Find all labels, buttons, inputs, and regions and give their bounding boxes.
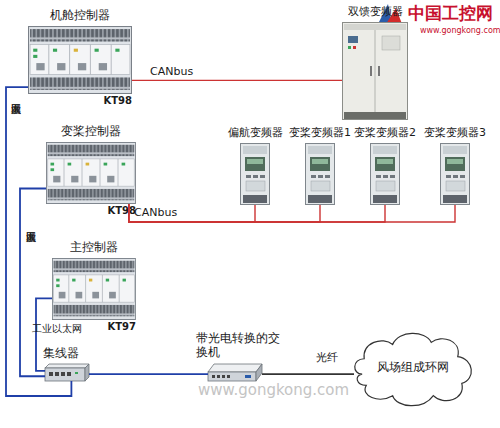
controller-drawing [29, 27, 132, 94]
hub-node: 集线器 [45, 364, 89, 381]
drive-drawing [371, 144, 400, 205]
device-name: 风场组成环网 [377, 361, 449, 375]
drive-node: 变桨变频器3 [440, 143, 470, 205]
drive-node: 偏航变频器 [240, 143, 270, 205]
network-cloud: 风场组成环网 [352, 328, 474, 408]
controller-drawing [52, 258, 135, 319]
controller-node: 变桨控制器KT98 [46, 142, 136, 204]
canbus-line [129, 204, 255, 222]
watermark: www.gongkong.com [198, 382, 349, 399]
drive-node: 变桨变频器2 [370, 143, 400, 205]
drive-drawing [306, 144, 335, 205]
canbus-line [129, 204, 455, 222]
ethernet-line [89, 373, 208, 375]
converter-node: 双馈变频器 [342, 22, 408, 120]
device-name: 变桨控制器 [61, 125, 121, 139]
drive-drawing [441, 144, 470, 205]
canbus-line [132, 80, 342, 81]
connection-label: 工业以太网 [32, 323, 82, 335]
device-name: 双馈变频器 [348, 6, 403, 19]
logo-text: 中国工控网 [408, 4, 493, 24]
drive-node: 变桨变频器1 [305, 143, 335, 205]
device-name: 机舱控制器 [50, 9, 110, 23]
fiber-line [262, 373, 354, 375]
connection-label: 光纤 [316, 352, 338, 365]
connection-label: CANbus [134, 207, 177, 220]
canbus-line [129, 204, 320, 222]
drive-drawing [241, 144, 270, 205]
cloud-shape [355, 333, 472, 405]
device-name: 带光电转换的交换机 [196, 331, 284, 359]
switch-drawing [208, 364, 262, 381]
ethernet-line [20, 189, 46, 377]
connection-label: CANbus [150, 66, 193, 79]
switch-node: 带光电转换的交换机 [208, 364, 262, 381]
device-name: 集线器 [43, 347, 79, 361]
device-name: 主控制器 [70, 241, 118, 255]
controller-node: 机舱控制器KT98 [28, 26, 132, 94]
canbus-line [129, 204, 385, 222]
model-number: KT98 [104, 95, 133, 107]
hub-drawing [45, 364, 89, 381]
device-name: 变桨变频器3 [424, 127, 486, 140]
model-number: KT98 [108, 205, 137, 217]
ethernet-line [6, 87, 71, 396]
cabinet-drawing [343, 23, 408, 120]
device-name: 偏航变频器 [228, 127, 283, 140]
device-name: 变桨变频器1 [289, 127, 351, 140]
controller-drawing [46, 142, 135, 203]
device-name: 变桨变频器2 [354, 127, 416, 140]
controller-node: 主控制器KT97 [52, 258, 136, 320]
model-number: KT97 [108, 321, 137, 333]
logo-url: www.gongkong.com [420, 26, 500, 35]
ethernet-line [36, 298, 52, 371]
